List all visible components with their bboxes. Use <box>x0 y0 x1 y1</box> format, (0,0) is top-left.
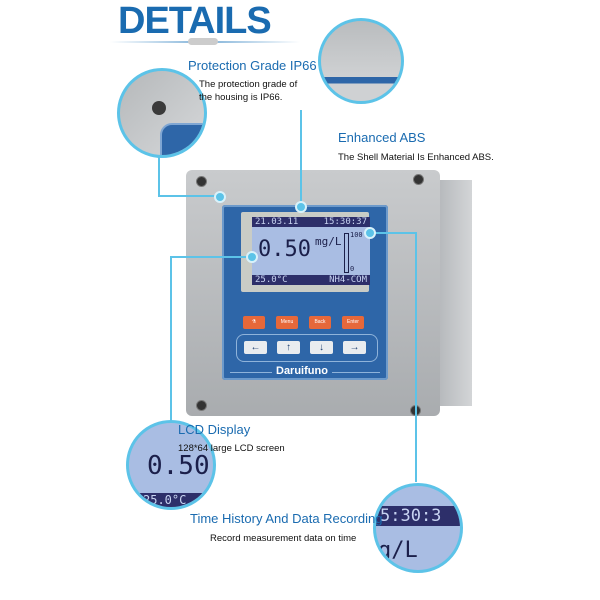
zoom-time-text: 5:30:3 <box>376 506 460 526</box>
zoom-shell-edge <box>318 18 404 104</box>
callout-line <box>370 232 416 234</box>
callout-dot <box>246 251 258 263</box>
feature-desc: Record measurement data on time <box>210 533 357 544</box>
lcd-date: 21.03.11 <box>255 217 299 227</box>
callout-dot <box>214 191 226 203</box>
page-title: DETAILS <box>118 0 272 42</box>
callout-line <box>170 256 172 424</box>
callout-line <box>300 110 302 206</box>
lcd-temperature: 25.0°C <box>255 275 288 285</box>
panel-corner <box>160 123 204 155</box>
feature-title: Enhanced ABS <box>338 130 426 145</box>
zoom-housing-corner <box>117 68 207 158</box>
arrow-key-group <box>236 334 378 362</box>
enter-key[interactable]: Enter <box>342 316 364 329</box>
function-keys: ⚗ Menu Back Enter <box>243 316 364 329</box>
feature-desc: The Shell Material Is Enhanced ABS. <box>338 152 494 163</box>
lcd-mode: NH4-COM <box>329 275 367 285</box>
screw-icon <box>152 101 166 115</box>
zoom-temp-text: 25.0°C <box>129 493 213 507</box>
feature-desc: The protection grade of <box>199 79 298 90</box>
lcd-bar-gauge <box>344 233 349 273</box>
zoom-value-text: 0.50 <box>147 451 210 481</box>
lcd-screen: 21.03.11 15:30:37 0.50 mg/L 100 0 25.0°C N… <box>252 217 370 285</box>
title-divider-pill <box>188 38 218 45</box>
feature-title: LCD Display <box>178 422 251 437</box>
zoom-lcd-value: 0.50 25.0°C <box>126 420 216 510</box>
right-arrow-key[interactable]: → <box>343 341 366 354</box>
callout-dot <box>364 227 376 239</box>
brand-label: Daruifuno <box>272 365 332 377</box>
callout-line <box>158 150 160 196</box>
feature-title: Time History And Data Recording <box>190 511 383 526</box>
callout-line <box>415 232 417 482</box>
callout-line <box>172 256 252 258</box>
callout-line <box>158 195 220 197</box>
up-arrow-key[interactable]: ↑ <box>277 341 300 354</box>
lcd-value: 0.50 <box>258 237 311 262</box>
screw-icon <box>196 400 207 411</box>
back-key[interactable]: Back <box>309 316 331 329</box>
lcd-scale-min: 0 <box>350 265 355 273</box>
menu-key[interactable]: Menu <box>276 316 298 329</box>
function-key[interactable]: ⚗ <box>243 316 265 329</box>
screw-icon <box>413 174 424 185</box>
screw-icon <box>196 176 207 187</box>
left-arrow-key[interactable]: ← <box>244 341 267 354</box>
lcd-unit: mg/L <box>315 235 342 248</box>
lcd-scale-max: 100 <box>350 231 363 239</box>
zoom-unit-text: g/L <box>378 538 418 563</box>
feature-title: Protection Grade IP66 <box>188 58 317 73</box>
down-arrow-key[interactable]: ↓ <box>310 341 333 354</box>
feature-desc: 128*64 large LCD screen <box>178 443 285 454</box>
zoom-lcd-time: 5:30:3 g/L <box>373 483 463 573</box>
device-side <box>440 180 472 406</box>
feature-desc: the housing is IP66. <box>199 92 283 103</box>
callout-dot <box>295 201 307 213</box>
lcd-time: 15:30:37 <box>323 217 367 227</box>
